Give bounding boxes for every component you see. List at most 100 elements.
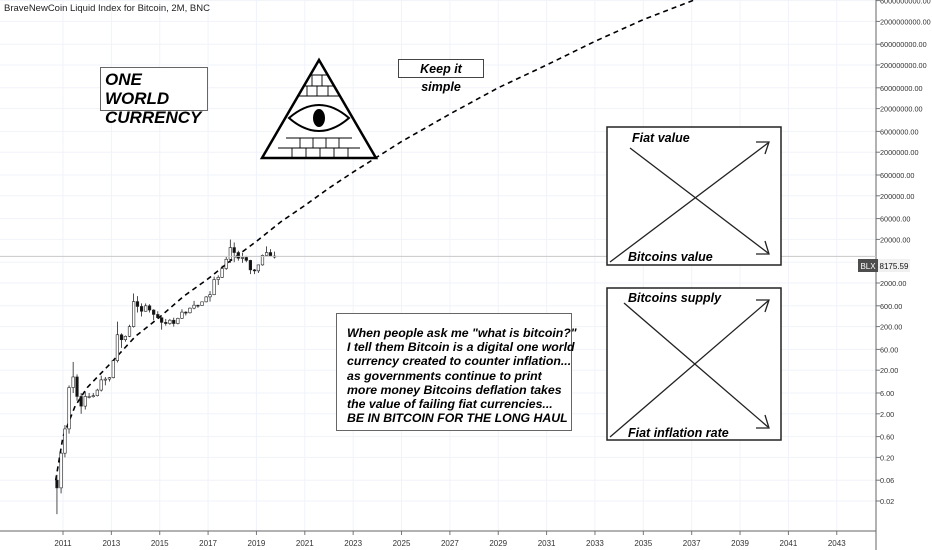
candle-body (111, 360, 115, 378)
candle-body (188, 307, 192, 314)
candle-body (236, 252, 240, 259)
candle-body (212, 279, 216, 295)
candle-body (135, 301, 140, 307)
x-tick-label: 2031 (538, 539, 556, 548)
candle-body (228, 247, 232, 260)
x-tick-label: 2033 (586, 539, 604, 548)
x-tick-label: 2029 (489, 539, 507, 548)
bitcoin-message-note: When people ask me "what is bitcoin?" I … (336, 313, 577, 431)
candle-body (220, 268, 224, 278)
x-tick-label: 2015 (151, 539, 169, 548)
candle-body (91, 395, 95, 398)
x-tick-label: 2013 (102, 539, 120, 548)
candle-body (160, 317, 164, 323)
candle-body (75, 376, 79, 397)
y-tick-label: 600000000.00 (880, 40, 927, 49)
diagram-top-label-top: Fiat value (632, 131, 690, 145)
y-tick-label: 200.00 (880, 323, 902, 332)
candle-body (240, 257, 245, 259)
y-tick-label: 6000000000.00 (880, 0, 931, 6)
y-tick-label: 2000000000.00 (880, 17, 931, 26)
x-tick-label: 2019 (248, 539, 266, 548)
candle-body (260, 255, 265, 266)
candle-body (99, 379, 103, 391)
candle-body (192, 304, 196, 309)
diagram-bottom: Bitcoins supply Fiat inflation rate (606, 287, 782, 441)
y-tick-label: 0.02 (880, 497, 894, 506)
candle-body (152, 309, 156, 315)
message-line: BE IN BITCOIN FOR THE LONG HAUL (347, 411, 568, 426)
diagram-bottom-rising-arrowhead (756, 299, 770, 313)
y-tick-label: 200000000.00 (880, 61, 927, 70)
one-world-line-2: CURRENCY (105, 108, 202, 127)
diagram-bottom-rising-arrow (609, 300, 769, 438)
y-tick-label: 20000.00 (880, 235, 910, 244)
candle-body (216, 277, 220, 280)
x-tick-label: 2011 (54, 539, 72, 548)
y-tick-label: 6.00 (880, 389, 894, 398)
eye-of-providence-pyramid-icon (259, 57, 379, 160)
candle-body (63, 428, 67, 454)
candle-body (139, 306, 144, 312)
diagram-bottom-falling-arrow (623, 302, 769, 428)
candle-body (172, 319, 176, 324)
y-tick-label: 60000000.00 (880, 84, 923, 93)
y-tick-label: 6000000.00 (880, 127, 919, 136)
y-tick-label: 2000.00 (880, 279, 906, 288)
diagram-top-falling-arrow (629, 147, 769, 254)
candle-body (164, 322, 168, 324)
y-tick-label: 2000000.00 (880, 148, 919, 157)
diagram-top: Fiat value Bitcoins value (606, 126, 782, 266)
candle-body (184, 311, 188, 314)
x-tick-label: 2021 (296, 539, 314, 548)
price-badge-value: 8175.59 (880, 262, 909, 271)
candle-body (83, 396, 87, 407)
x-tick-label: 2027 (441, 539, 459, 548)
diagram-bottom-falling-arrowhead (756, 414, 770, 429)
candlestick-series (55, 239, 277, 515)
candle-body (232, 247, 236, 253)
y-tick-label: 200000.00 (880, 192, 915, 201)
y-tick-label: 2.00 (880, 410, 894, 419)
candle-body (176, 318, 180, 324)
candle-body (79, 396, 83, 407)
candle-body (156, 314, 160, 319)
candle-body (180, 311, 184, 319)
y-tick-label: 20.00 (880, 366, 898, 375)
candle-body (107, 377, 112, 380)
candle-body (204, 296, 208, 303)
y-tick-label: 600.00 (880, 302, 902, 311)
candle-body (103, 378, 107, 381)
candle-body (115, 334, 120, 362)
x-tick-label: 2041 (780, 539, 798, 548)
chart-title: BraveNewCoin Liquid Index for Bitcoin, 2… (4, 3, 210, 14)
price-badge-symbol-bg (858, 259, 878, 272)
x-tick-label: 2037 (683, 539, 701, 548)
candle-body (55, 479, 59, 489)
y-tick-label: 60.00 (880, 345, 898, 354)
candle-body (224, 258, 228, 269)
x-tick-label: 2035 (634, 539, 652, 548)
candle-body (59, 452, 63, 489)
y-tick-label: 0.06 (880, 476, 894, 485)
candle-body (127, 326, 132, 337)
message-line: When people ask me "what is bitcoin?" (347, 326, 577, 340)
candle-body (268, 252, 273, 257)
candle-body (200, 301, 204, 306)
price-badge[interactable]: BLX 8175.59 (858, 259, 910, 272)
candle-body (196, 304, 200, 307)
candle-body (87, 396, 91, 398)
candle-body (119, 334, 124, 341)
price-badge-value-bg (878, 259, 910, 272)
y-tick-label: 60000.00 (880, 215, 910, 224)
candle-body (248, 260, 252, 271)
candle-body (244, 257, 248, 261)
x-tick-label: 2039 (731, 539, 749, 548)
candle-body (168, 319, 172, 324)
message-line: the value of failing fiat currencies... (347, 397, 553, 412)
price-badge-symbol: BLX (860, 262, 876, 271)
candle-body (132, 301, 136, 327)
message-line: more money Bitcoins deflation takes (347, 382, 562, 397)
candle-body (256, 264, 260, 272)
candle-body (123, 335, 127, 341)
